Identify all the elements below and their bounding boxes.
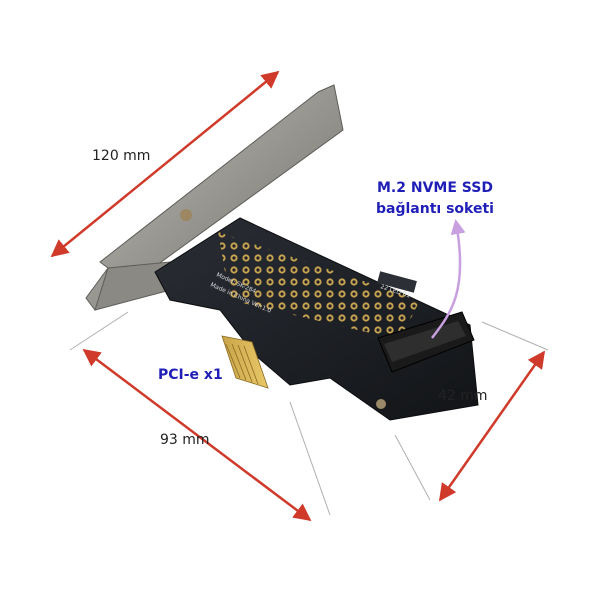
bracket-length-label: 120 mm [92,148,151,164]
bracket-length-arrow [50,70,280,258]
m2-socket [376,311,475,409]
m2-socket-label-line2: bağlantı soketi [376,201,494,217]
board-width-arrow [438,350,546,502]
m2-socket-label: M.2 NVME SSD bağlantı soketi [376,178,494,220]
board-length-label: 93 mm [160,432,210,448]
m2-socket-label-line1: M.2 NVME SSD [377,180,493,196]
board-width-label: 42 mm [438,388,488,404]
pcb-board [154,217,479,421]
pcie-label: PCI-e x1 [158,367,223,383]
dimension-arrows [50,70,546,522]
socket-pointer-arrow [431,219,466,339]
board-length-arrow [82,348,312,522]
extension-lines [69,311,549,516]
